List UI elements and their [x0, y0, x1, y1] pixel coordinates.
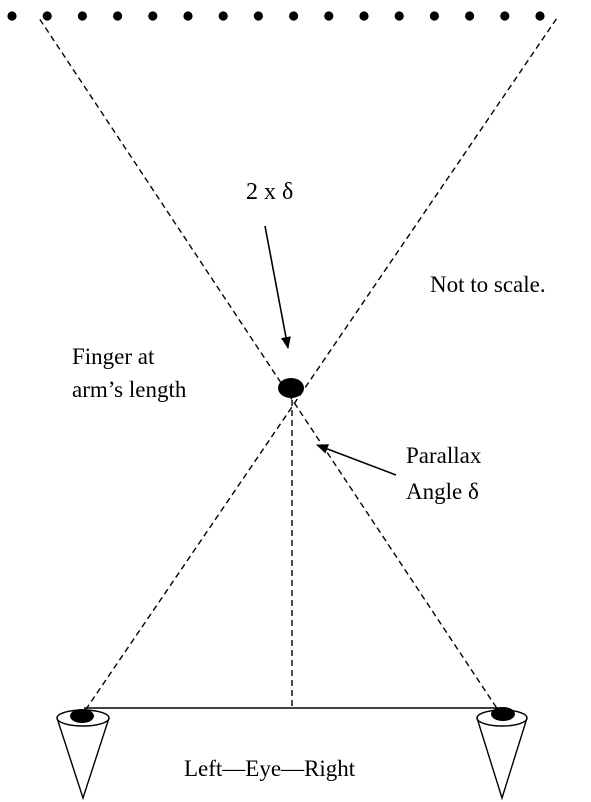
finger-label-line-1: Finger at [72, 344, 155, 369]
background-star [42, 11, 52, 21]
right-eye-pupil [491, 707, 515, 721]
background-star [253, 11, 263, 21]
parallax-label-line-1: Parallax [406, 443, 482, 468]
left-eye [56, 709, 110, 801]
background-star [359, 11, 369, 21]
parallax-label-line-2: Angle δ [406, 479, 479, 504]
background-star [289, 11, 299, 21]
background-star [113, 11, 123, 21]
eyes-label: Left—Eye—Right [184, 756, 356, 781]
two-delta-label: 2 x δ [246, 179, 293, 205]
background-star [429, 11, 439, 21]
background-star [7, 11, 17, 21]
background-star-row [7, 11, 545, 21]
background-star [324, 11, 334, 21]
background-star [218, 11, 228, 21]
left-eye-pupil [70, 709, 94, 723]
background-star [183, 11, 193, 21]
background-star [77, 11, 87, 21]
right-eye-cone [476, 717, 528, 801]
background-star [465, 11, 475, 21]
two-delta-arrow [264, 225, 291, 349]
finger-label-line-2: arm’s length [72, 377, 187, 402]
sight-line-left-eye [79, 17, 558, 719]
background-star [500, 11, 510, 21]
right-eye [476, 707, 528, 801]
parallax-angle-arrow [316, 444, 397, 476]
not-to-scale-label: Not to scale. [430, 272, 546, 297]
background-star [394, 11, 404, 21]
background-star [535, 11, 545, 21]
left-eye-cone [56, 717, 110, 801]
background-star [148, 11, 158, 21]
finger-marker [278, 378, 304, 398]
